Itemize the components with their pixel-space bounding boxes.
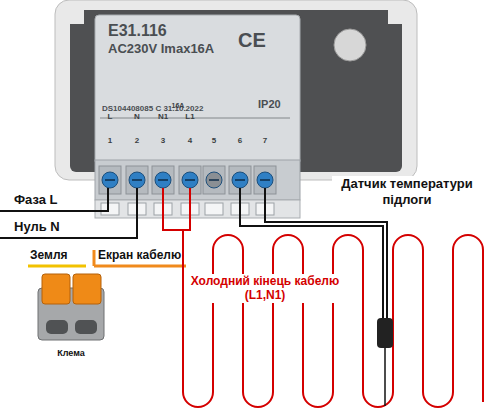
earth-label: Земля <box>30 248 86 262</box>
screen-label: Екран кабелю <box>98 248 190 262</box>
neutral-wire <box>0 188 137 238</box>
pin-number: 3 <box>157 136 169 146</box>
sensor-label: Датчик температури підлоги <box>332 176 482 207</box>
phase-wire <box>0 188 108 211</box>
heating-cable <box>183 230 483 407</box>
ce-mark: CE <box>238 28 278 52</box>
current-rating: 16A <box>166 102 190 110</box>
pin-number: 2 <box>131 136 143 146</box>
thermostat-frame <box>55 0 417 180</box>
pin-number: 7 <box>259 136 271 146</box>
screen-underline <box>94 265 186 268</box>
pin-number: 6 <box>234 136 246 146</box>
wago-clamp <box>38 274 104 340</box>
pin-name: L <box>102 112 118 122</box>
neutral-label: Нуль N <box>14 219 94 235</box>
pin-name: N <box>129 112 145 122</box>
screen-bracket <box>93 250 96 266</box>
plate-clip <box>70 10 84 24</box>
back-plate <box>70 10 402 172</box>
pin-number: 4 <box>184 136 196 146</box>
module-text: E31.116 <box>108 22 167 40</box>
terminal-screws <box>99 166 276 215</box>
module-text: DS104408085 C 31.10.2022 <box>102 104 203 113</box>
pin-name: L1 <box>182 112 198 122</box>
pin-number: 5 <box>208 136 220 146</box>
cold-end-wire <box>183 188 190 230</box>
pin-number: 1 <box>104 136 116 146</box>
terminal-block-lower <box>95 200 300 218</box>
plate-clip <box>388 10 402 24</box>
module-text: IP20 <box>258 98 281 111</box>
pin-name: N1 <box>155 112 171 122</box>
earth-underline <box>28 265 86 268</box>
cold-end-wire <box>163 188 183 230</box>
floor-sensor-probe <box>377 318 393 348</box>
cold-end-label: Холодний кінець кабелю (L1,N1) <box>190 274 340 303</box>
module-text: AC230V Imax16A <box>108 42 214 57</box>
phase-label: Фаза L <box>14 192 94 208</box>
round-sticker <box>334 29 366 61</box>
clamp-label: Клема <box>38 348 104 359</box>
relay-module <box>95 15 300 165</box>
terminal-block <box>95 160 300 200</box>
label-rule <box>100 118 290 119</box>
sensor-tube <box>384 348 386 406</box>
